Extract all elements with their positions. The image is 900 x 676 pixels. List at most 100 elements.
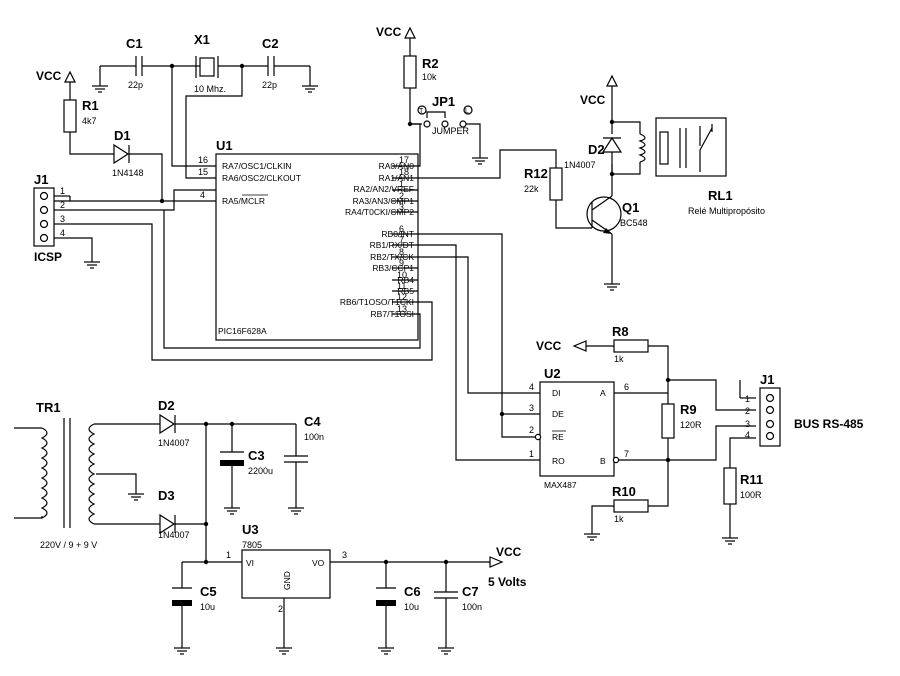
u2-pin-b: B: [600, 456, 606, 466]
u1-pin-2-name: RA3/AN3/CMP1: [353, 196, 415, 206]
u1-pin-17-num: 17: [399, 155, 409, 165]
u3-pin-vo: VO: [312, 558, 325, 568]
r10-ref: R10: [612, 484, 636, 499]
d2-value: 1N4007: [158, 438, 190, 448]
u1-pin-3-name: RA4/T0CKI/CMP2: [345, 207, 414, 217]
u2-pin-re: RE: [552, 432, 564, 442]
u1-pin-stubs: [392, 165, 418, 315]
u2-pin-di: DI: [552, 388, 561, 398]
five-volts-label: 5 Volts: [488, 575, 527, 589]
d2-relay-ref: D2: [588, 142, 605, 157]
u2-ref: U2: [544, 366, 561, 381]
u1-pin-15-name: RA6/OSC2/CLKOUT: [222, 173, 301, 183]
rb7-wire: [163, 210, 421, 349]
u2-pin-4-num: 4: [529, 382, 534, 392]
icsp-pin-2: 2: [60, 200, 65, 210]
u1-pin-12-name: RB6/T1OSO/T1CKI: [340, 297, 414, 307]
vcc-label-psu: VCC: [496, 545, 522, 559]
u3-pin-vi: VI: [246, 558, 254, 568]
oscillator-section: [91, 56, 319, 179]
u1-pin-1-name: RA2/AN2/VREF: [354, 184, 414, 194]
r8-ref: R8: [612, 324, 629, 339]
rl1-value: Relé Multipropósito: [688, 206, 765, 216]
u1-pin-4-name: RA5/MCLR: [222, 196, 265, 206]
reset-section: [33, 71, 433, 361]
u1-pin-16-name: RA7/OSC1/CLKIN: [222, 161, 291, 171]
c7-ref: C7: [462, 584, 479, 599]
vcc-label-r2: VCC: [376, 25, 402, 39]
bus-label: BUS RS-485: [794, 417, 864, 431]
icsp-pin-3: 3: [60, 214, 65, 224]
u3-pin-1-num: 1: [226, 550, 231, 560]
d2-relay-value: 1N4007: [564, 160, 596, 170]
u1-pin-13-num: 13: [397, 304, 407, 314]
r11-value: 100R: [740, 490, 762, 500]
u1-ref: U1: [216, 138, 233, 153]
r9-value: 120R: [680, 420, 702, 430]
u1-pin-4-num: 4: [200, 190, 205, 200]
relay-section: [418, 75, 727, 291]
u1-pin-2-num: 2: [399, 191, 404, 201]
u1-pin-12-num: 12: [397, 292, 407, 302]
c2-value: 22p: [262, 80, 277, 90]
icsp-label: ICSP: [34, 250, 62, 264]
vcc-label-r1: VCC: [36, 69, 62, 83]
d3-ref: D3: [158, 488, 175, 503]
u2-pin-3-num: 3: [529, 403, 534, 413]
u1-pin-15-num: 15: [198, 167, 208, 177]
u1-pin-1-num: 1: [399, 179, 404, 189]
j1-icsp-ref: J1: [34, 172, 48, 187]
u1-pin-16-num: 16: [198, 155, 208, 165]
c6-value: 10u: [404, 602, 419, 612]
tr1-ref: TR1: [36, 400, 61, 415]
u2-chip-body: [539, 381, 615, 477]
u3-ref: U3: [242, 522, 259, 537]
vcc-label-relay: VCC: [580, 93, 606, 107]
c7-value: 100n: [462, 602, 482, 612]
transformer-rating: 220V / 9 + 9 V: [40, 540, 97, 550]
u3-part: 7805: [242, 540, 262, 550]
r11-ref: R11: [740, 472, 763, 487]
c3-ref: C3: [248, 448, 265, 463]
u2-pin-7-num: 7: [624, 449, 629, 459]
bus-pin-2: 2: [745, 406, 750, 416]
r9-ref: R9: [680, 402, 697, 417]
u2-pin-a: A: [600, 388, 606, 398]
c1-value: 22p: [128, 80, 143, 90]
c4-ref: C4: [304, 414, 321, 429]
icsp-pin-4: 4: [60, 228, 65, 238]
bus-pin-1: 1: [745, 394, 750, 404]
u1-pin-18-num: 18: [399, 167, 409, 177]
power-supply-section: [14, 413, 504, 655]
jumper-section: [403, 27, 489, 167]
u2-pin-ro: RO: [552, 456, 565, 466]
r1-ref: R1: [82, 98, 99, 113]
u1-pin-11-num: 11: [397, 281, 406, 291]
r12-value: 22k: [524, 184, 539, 194]
j1-bus-ref: J1: [760, 372, 774, 387]
d3-value: 1N4007: [158, 530, 190, 540]
c6-ref: C6: [404, 584, 421, 599]
c4-value: 100n: [304, 432, 324, 442]
d1-value: 1N4148: [112, 168, 144, 178]
r2-value: 10k: [422, 72, 437, 82]
jp1-ref: JP1: [432, 94, 455, 109]
c3-value: 2200u: [248, 466, 273, 476]
x1-ref: X1: [194, 32, 210, 47]
c2-ref: C2: [262, 36, 279, 51]
rl1-ref: RL1: [708, 188, 733, 203]
r12-ref: R12: [524, 166, 548, 181]
u1-pin-6-num: 6: [399, 224, 404, 234]
u1-pin-10-num: 10: [397, 270, 407, 280]
jp1-value: JUMPER: [432, 126, 470, 136]
q1-ref: Q1: [622, 200, 639, 215]
u1-left-pins: RA7/OSC1/CLKIN 16 RA6/OSC2/CLKOUT 15 RA5…: [198, 155, 301, 206]
u3-pin-gnd: GND: [282, 571, 292, 590]
u3-pin-3-num: 3: [342, 550, 347, 560]
u2-pin-6-num: 6: [624, 382, 629, 392]
x1-value: 10 Mhz.: [194, 84, 226, 94]
r8-value: 1k: [614, 354, 624, 364]
c5-ref: C5: [200, 584, 217, 599]
jumper-mark-l: L: [465, 108, 469, 115]
